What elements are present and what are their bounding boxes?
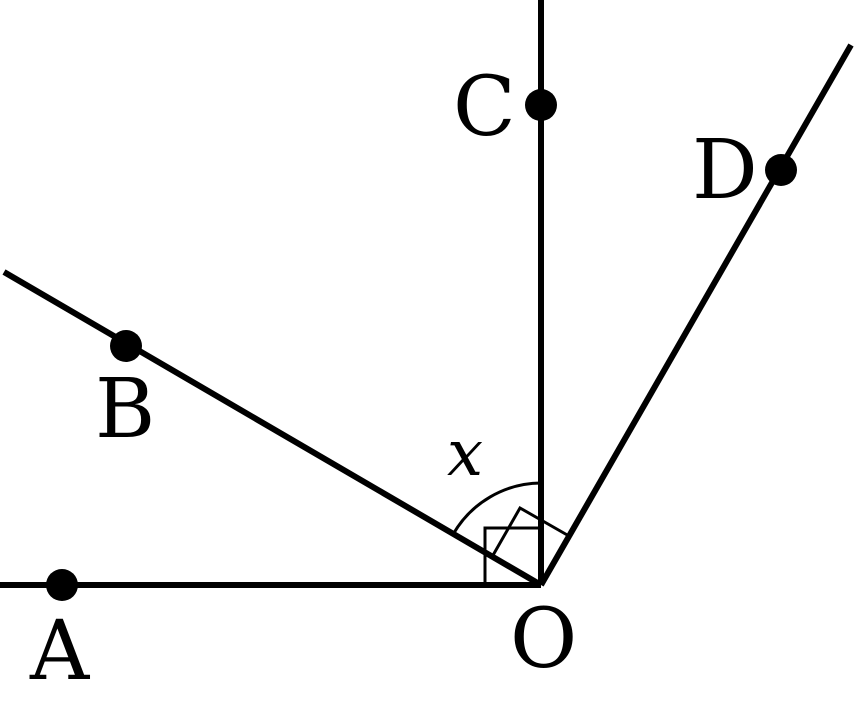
ray-OD	[538, 43, 854, 587]
point-B-dot	[110, 330, 142, 362]
point-D-dot	[765, 154, 797, 186]
angle-x-arc	[451, 481, 542, 536]
label-O: O	[510, 592, 577, 687]
angle-x-label: x	[447, 417, 483, 491]
point-A-dot	[46, 569, 78, 601]
right-angle-mark-BOD	[490, 505, 570, 558]
label-A: A	[29, 604, 91, 699]
label-D: D	[692, 123, 758, 218]
label-C: C	[453, 60, 516, 155]
label-B: B	[95, 362, 155, 457]
ray-OB	[2, 269, 543, 588]
point-C-dot	[525, 89, 557, 121]
right-angle-mark-AOC	[483, 526, 541, 585]
